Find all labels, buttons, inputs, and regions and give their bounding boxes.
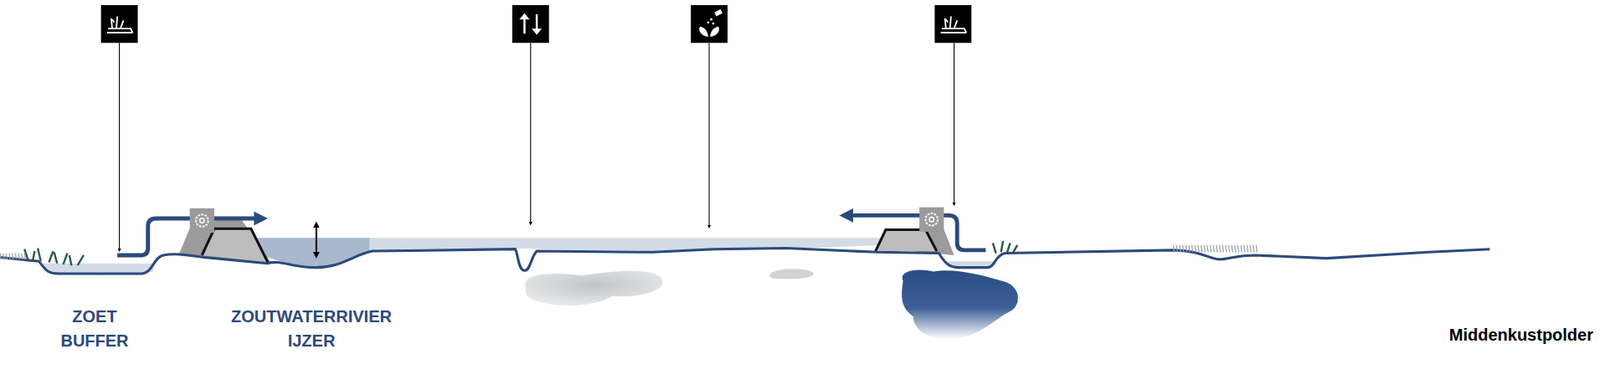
grass-hatch	[1173, 245, 1258, 253]
groundwater-lens	[524, 271, 663, 306]
grass-tufts	[24, 241, 1018, 266]
pump-gear	[190, 207, 945, 233]
pump-pipe	[117, 218, 258, 256]
ground-profile	[0, 247, 1490, 273]
fresh-water-lens	[901, 269, 1019, 340]
groundwater-lens	[769, 268, 814, 279]
grass-hatch	[0, 253, 26, 260]
region-label: ZOET BUFFER	[48, 304, 141, 354]
region-label: Middenkustpolder	[1449, 323, 1594, 348]
region-label: ZOUTWATERRIVIER IJZER	[215, 304, 408, 354]
icon-squares	[101, 5, 973, 43]
pump-pipe	[848, 215, 986, 250]
leader-lines	[119, 42, 955, 251]
dike-core	[875, 229, 937, 252]
level-arrow	[315, 224, 318, 256]
